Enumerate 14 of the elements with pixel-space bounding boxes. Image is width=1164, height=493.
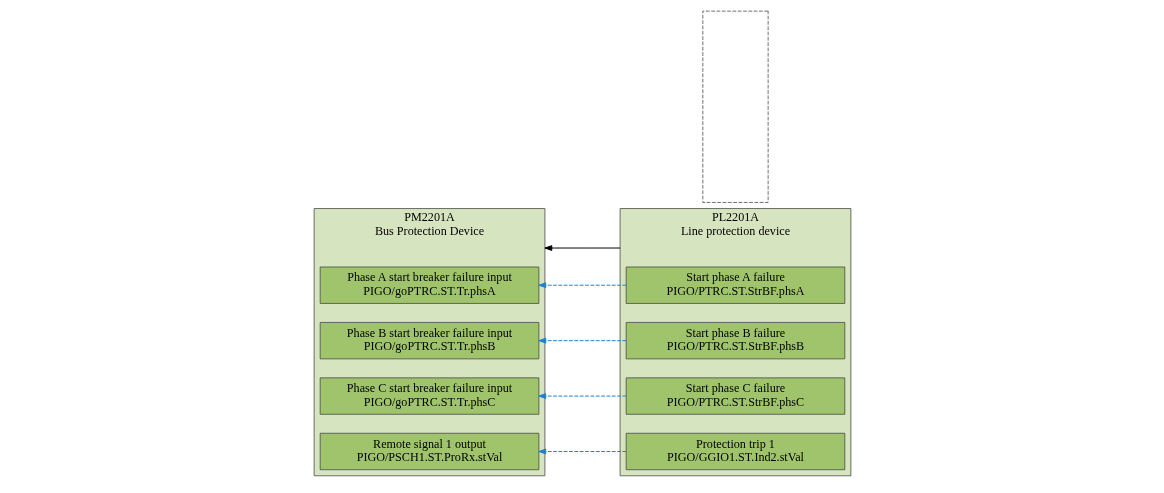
node-box: Protection trip 1 PIGO/GGIO1.ST.Ind2.stVal [625,432,845,471]
arrow [537,337,627,344]
node-box: Remote signal 1 output PIGO/PSCH1.ST.ProRx.stVal [319,432,539,471]
arrow [543,245,621,251]
node-box: Phase A start breaker failure input PIGO/goPTRC.ST.Tr.phsA [319,266,539,304]
node-box: Start phase C failure PIGO/PTRC.ST.StrBF.phsC [625,377,845,415]
arrow [537,282,627,289]
node-box: Start phase A failure PIGO/PTRC.ST.StrBF.phsA [625,266,845,304]
node-box [701,10,768,203]
arrow [537,448,627,455]
node-box: Phase C start breaker failure input PIGO/goPTRC.ST.Tr.phsC [319,377,539,415]
arrow [537,393,627,399]
node-box: Phase B start breaker failure input PIGO/goPTRC.ST.Tr.phsB [319,322,539,360]
node-box: Start phase B failure PIGO/PTRC.ST.StrBF.phsB [625,322,845,360]
